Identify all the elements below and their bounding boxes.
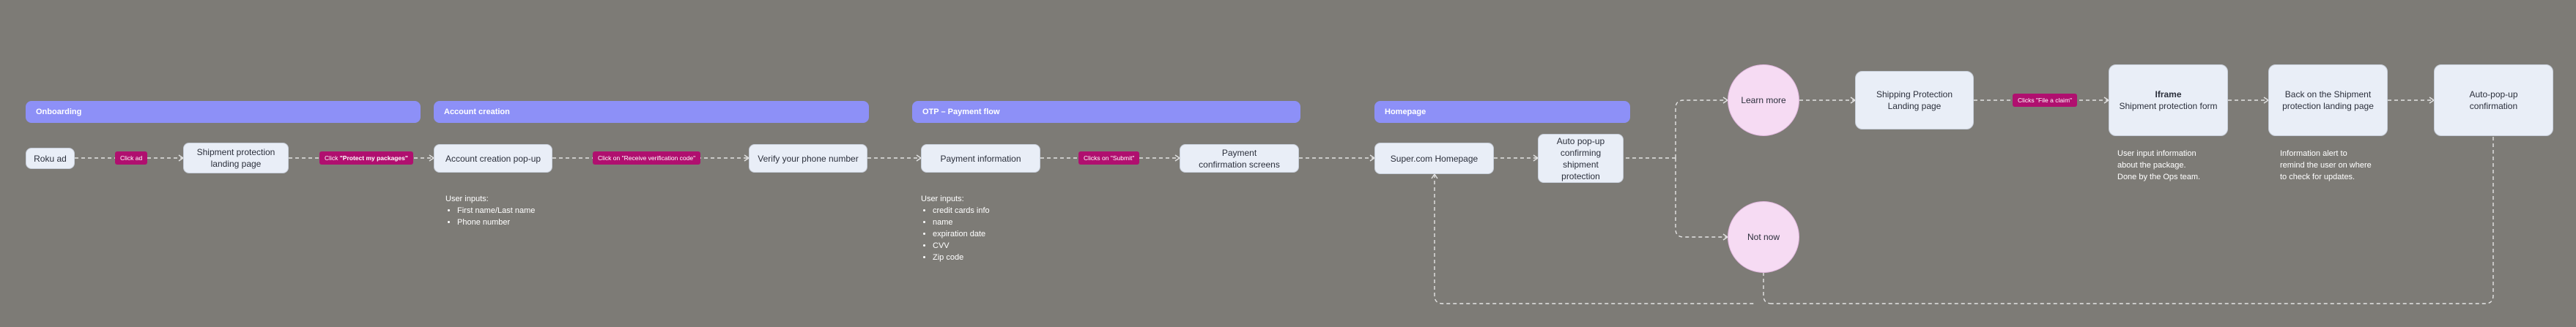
node-auto-popup-confirming-shipment-protection: Auto pop-up confirming shipment protecti… (1538, 134, 1624, 183)
note-back-information-alert: Information alert to remind the user on … (2280, 148, 2372, 183)
node-payment-information: Payment information (921, 144, 1040, 173)
iframe-title: Iframe (2155, 89, 2182, 99)
node-auto-popup-confirmation: Auto-pop-up confirmation (2434, 64, 2553, 136)
note-account-item: First name/Last name (457, 205, 535, 217)
note-account-title: User inputs: (445, 195, 489, 203)
section-homepage: Homepage (1374, 101, 1630, 123)
note-iframe-text: User input information about the package… (2117, 149, 2201, 181)
node-payment-confirmation-screens: Payment confirmation screens (1180, 144, 1299, 173)
note-back-text: Information alert to remind the user on … (2280, 149, 2372, 181)
note-iframe-user-input: User input information about the package… (2117, 148, 2200, 183)
node-shipping-protection-landing-page: Shipping Protection Landing page (1855, 71, 1974, 129)
note-account-item: Phone number (457, 217, 535, 228)
node-back-on-shipment-protection-landing: Back on the Shipment protection landing … (2268, 64, 2388, 136)
note-payment-item: credit cards info (933, 205, 990, 217)
section-onboarding: Onboarding (26, 101, 421, 123)
node-iframe-shipment-protection-form: Iframe Shipment protection form (2109, 64, 2228, 136)
action-click-submit: Clicks on "Submit" (1078, 151, 1140, 165)
note-payment-title: User inputs: (921, 195, 964, 203)
action-click-protect-my-packages: Click "Protect my packages" (319, 151, 413, 165)
note-payment-item: Zip code (933, 252, 990, 263)
action-protect-label: "Protect my packages" (339, 154, 408, 162)
iframe-subtitle: Shipment protection form (2119, 101, 2218, 111)
note-payment-item: CVV (933, 240, 990, 252)
node-not-now: Not now (1728, 201, 1799, 273)
action-click-file-a-claim: Clicks "File a claim" (2013, 94, 2078, 107)
node-supercom-homepage: Super.com Homepage (1374, 143, 1494, 174)
node-learn-more: Learn more (1728, 64, 1799, 136)
node-roku-ad: Roku ad (26, 148, 75, 169)
node-shipment-protection-landing-page: Shipment protection landing page (183, 143, 289, 173)
section-account-creation: Account creation (434, 101, 869, 123)
action-click-prefix: Click (325, 154, 340, 162)
note-payment-user-inputs: User inputs: credit cards info name expi… (921, 193, 990, 263)
note-payment-item: expiration date (933, 228, 990, 240)
action-click-receive-verification-code: Click on "Receive verification code" (593, 151, 701, 165)
node-verify-phone-number: Verify your phone number (749, 144, 867, 173)
node-account-creation-popup: Account creation pop-up (434, 144, 552, 173)
action-click-ad: Click ad (115, 151, 148, 165)
section-otp-payment-flow: OTP – Payment flow (912, 101, 1300, 123)
note-payment-item: name (933, 217, 990, 228)
note-account-user-inputs: User inputs: First name/Last name Phone … (445, 193, 535, 228)
